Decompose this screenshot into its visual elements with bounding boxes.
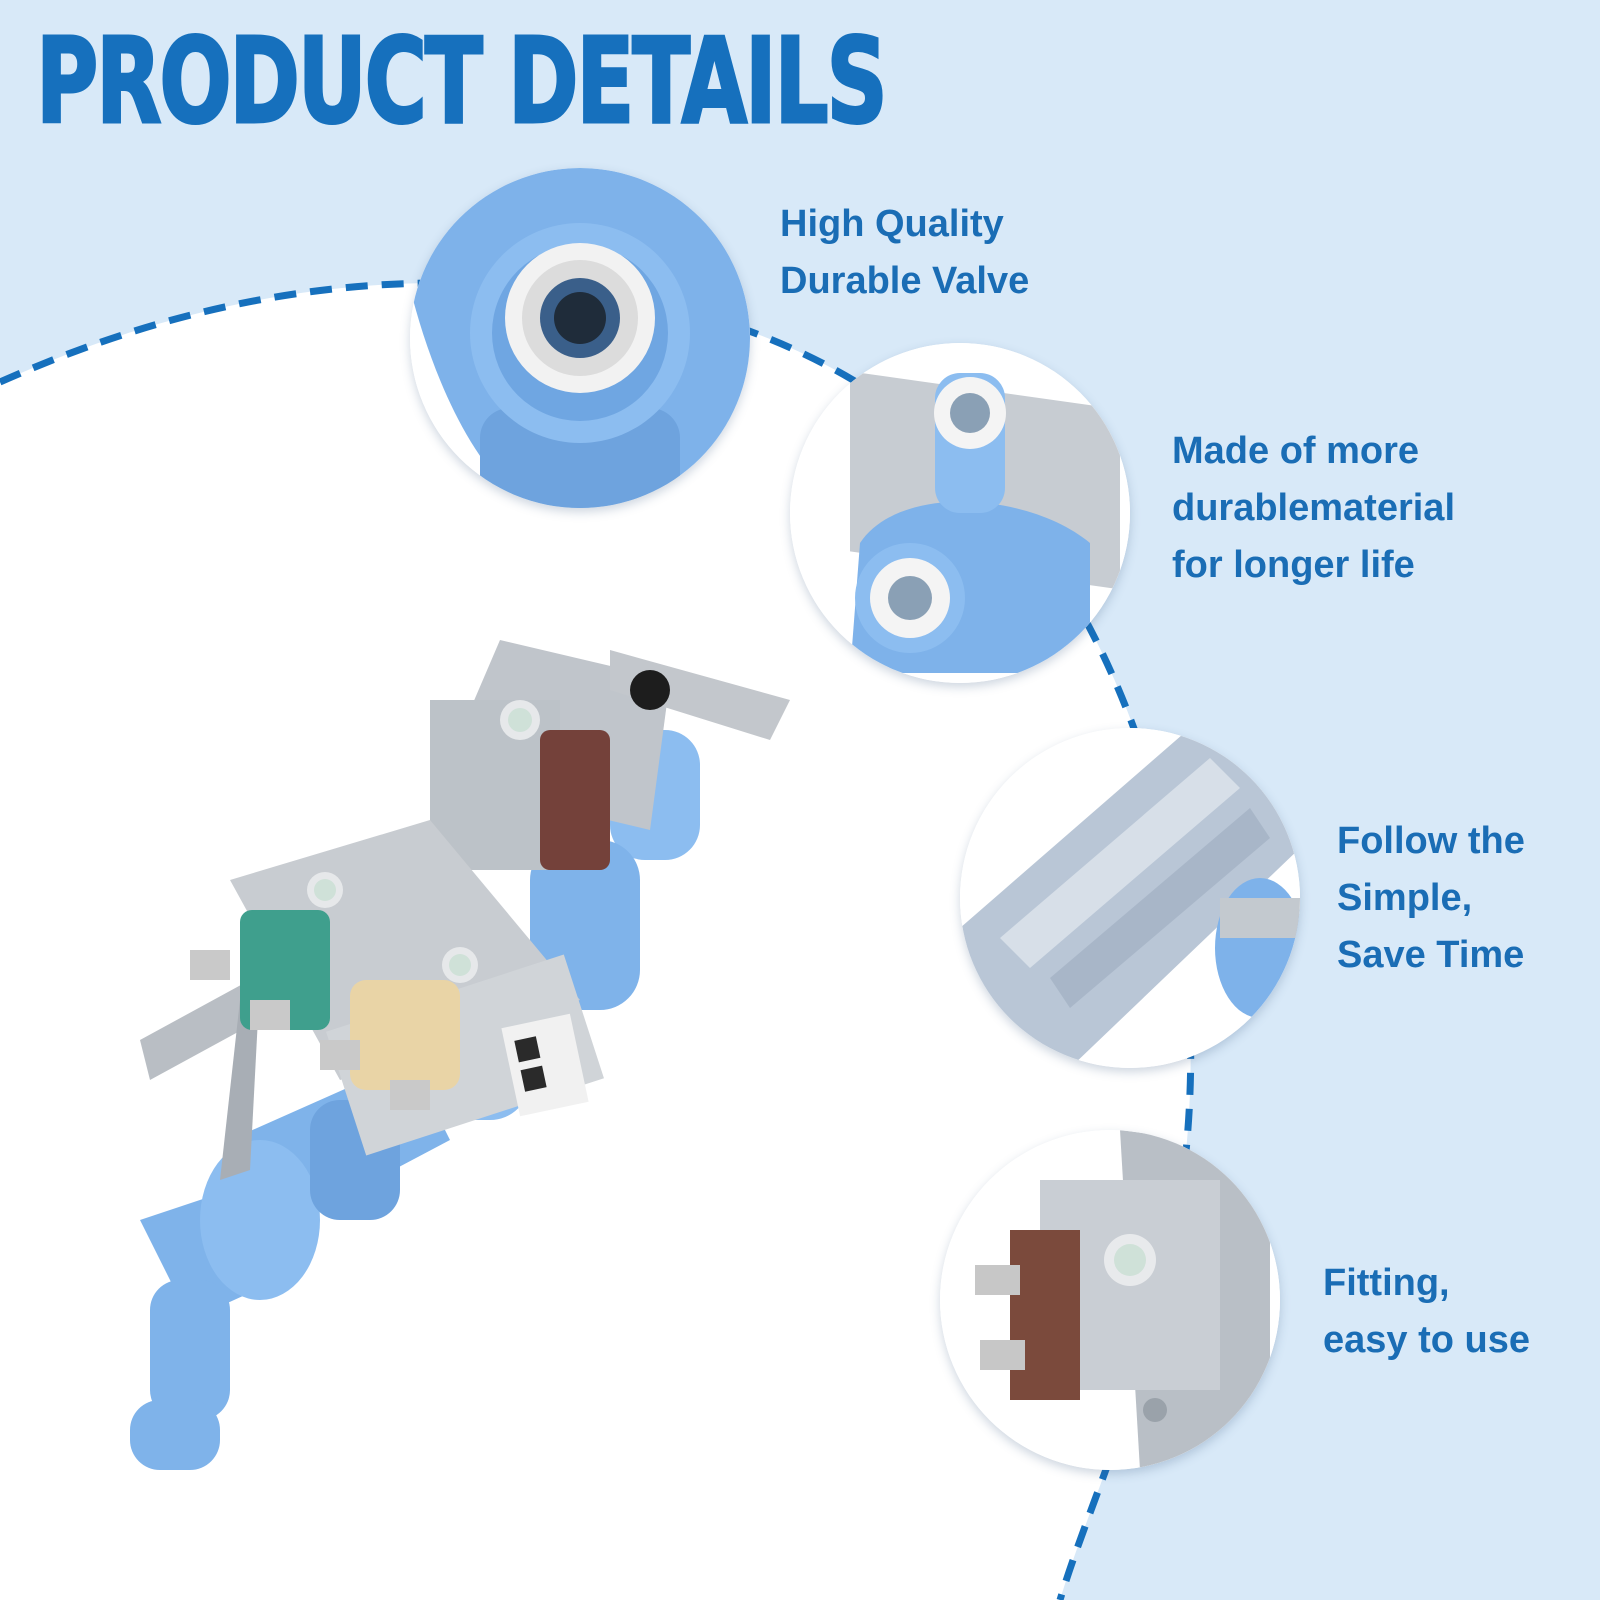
page-title: PRODUCT DETAILS [35, 12, 889, 150]
feature-line: easy to use [1323, 1319, 1530, 1361]
feature-line: Follow the [1337, 820, 1525, 862]
detail-image-bracket [960, 728, 1300, 1068]
detail-image-fitting [410, 168, 750, 508]
valve-bracket [140, 980, 260, 1080]
feature-line: Simple, [1337, 877, 1473, 919]
feature-line: durablematerial [1172, 487, 1455, 529]
feature-label-high-quality: High Quality Durable Valve [780, 196, 1029, 310]
feature-label-save-time: Follow the Simple, Save Time [1337, 813, 1525, 984]
feature-line: Made of more [1172, 430, 1420, 472]
product-image-water-valve [130, 640, 790, 1470]
feature-label-durable-material: Made of more durablematerial for longer … [1172, 423, 1455, 594]
feature-line: Save Time [1337, 934, 1525, 976]
feature-line: High Quality [780, 203, 1004, 245]
detail-image-solenoid [940, 1130, 1280, 1470]
feature-line: Durable Valve [780, 260, 1030, 302]
feature-line: Fitting, [1323, 1262, 1450, 1304]
feature-label-easy-fitting: Fitting, easy to use [1323, 1255, 1530, 1369]
detail-image-dual-outlets [790, 343, 1130, 683]
feature-line: for longer life [1172, 544, 1415, 586]
